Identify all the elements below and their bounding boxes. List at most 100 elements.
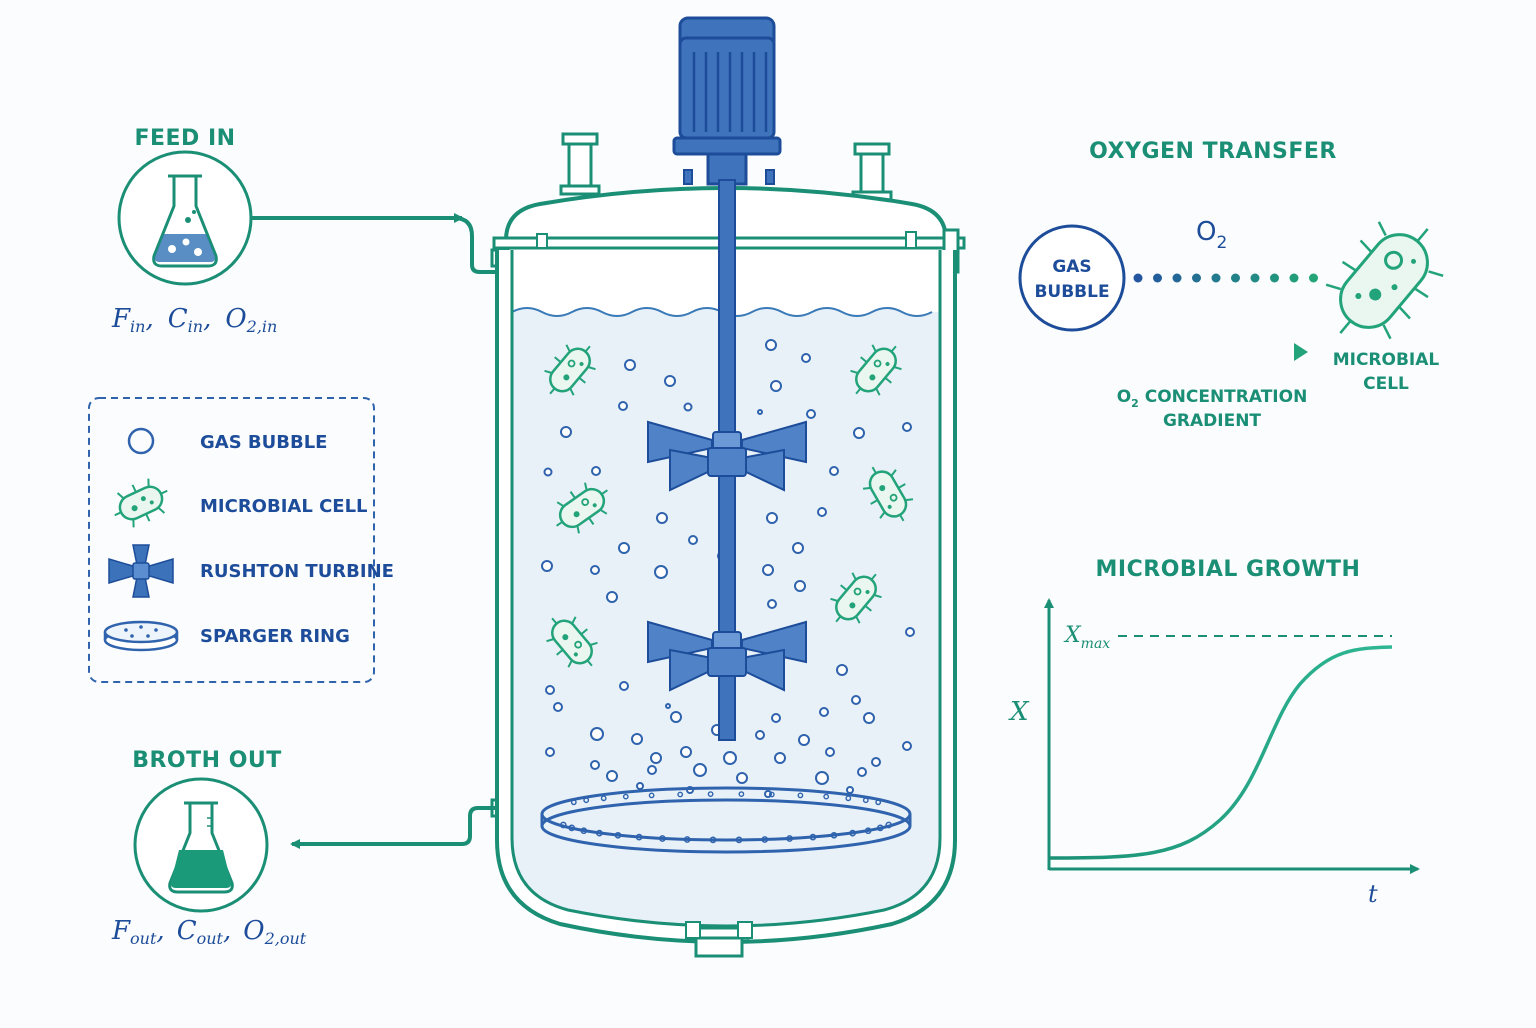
o2-dot — [1133, 273, 1143, 283]
oxygen-transfer-panel: OXYGEN TRANSFER GAS BUBBLE O2 O2 CONCENT… — [1018, 139, 1444, 431]
microbial-cell-icon — [556, 482, 608, 534]
sparger-hole — [580, 827, 588, 835]
rushton-turbine-icon — [108, 544, 174, 598]
sparger-hole — [823, 793, 830, 800]
sparger-hole — [614, 831, 622, 839]
gas-bubble — [902, 422, 912, 432]
gas-bubble — [829, 466, 839, 476]
gas-bubble — [606, 591, 618, 603]
gas-bubble — [693, 763, 707, 777]
gas-bubble — [871, 757, 881, 767]
o2-dot — [1309, 273, 1318, 283]
sparger-hole — [862, 797, 869, 804]
gas-bubble — [636, 782, 644, 790]
agitator-assembly — [647, 16, 807, 741]
gas-bubble — [545, 685, 555, 695]
sparger-hole — [735, 836, 743, 844]
gas-bubble — [774, 752, 786, 764]
microbial-cells — [544, 344, 914, 668]
gas-bubble — [590, 727, 604, 741]
legend-label-sparger-ring: SPARGER RING — [200, 626, 350, 647]
microbial-cell-icon — [114, 478, 168, 528]
microbial-growth-panel: MICROBIAL GROWTH X t Xmax — [1008, 557, 1420, 908]
gas-bubble — [683, 402, 693, 412]
vessel-body-inner — [510, 250, 942, 928]
gas-bubble — [688, 535, 698, 545]
sparger-hole — [659, 835, 666, 842]
gas-bubble — [664, 375, 676, 387]
gas-bubble — [665, 703, 671, 709]
o2-dot — [1270, 273, 1279, 283]
sparger-hole — [876, 824, 884, 832]
sparger-hole — [583, 797, 590, 804]
gas-bubble — [553, 702, 563, 712]
gas-bubble — [591, 466, 601, 476]
growth-curve — [1048, 645, 1393, 860]
sparger-hole — [768, 791, 775, 798]
feed-flask-circle — [117, 150, 253, 286]
feed-in-section: FEED IN Fin,Cin,O2,in — [111, 126, 510, 336]
legend: GAS BUBBLE MICROBIAL CELL RUSHTON TURBIN… — [88, 397, 394, 683]
legend-label-microbial-cell: MICROBIAL CELL — [200, 496, 368, 517]
broth-flask-circle — [133, 777, 269, 913]
gas-bubble — [606, 770, 618, 782]
gas-bubble — [905, 627, 915, 637]
microbial-cell-label-line1: MICROBIAL — [1333, 350, 1440, 370]
gas-bubble — [618, 542, 630, 554]
gas-bubble — [755, 730, 765, 740]
gas-bubble — [767, 599, 777, 609]
gas-bubble — [618, 401, 628, 411]
gas-bubble — [619, 681, 629, 691]
broth-out-section: BROTH OUT Fout,Cout,O2,out — [111, 748, 510, 948]
sparger-hole — [845, 795, 852, 802]
sparger-hole — [635, 833, 643, 841]
sparger-ring-icon — [103, 620, 179, 652]
gas-bubble — [680, 746, 692, 758]
sparger-hole — [677, 791, 684, 798]
gas-bubble — [902, 741, 912, 751]
growth-y-label: X — [1008, 697, 1030, 727]
sparger-hole — [849, 829, 856, 837]
gas-bubble-circle — [1018, 224, 1126, 332]
sparger-hole — [885, 821, 893, 829]
gas-bubble — [857, 767, 867, 777]
gas-bubble — [863, 712, 875, 724]
broth-variables: Fout,Cout,O2,out — [111, 916, 307, 948]
gas-bubble — [853, 427, 865, 439]
microbial-cell-icon — [850, 344, 902, 396]
sparger-hole — [709, 836, 717, 844]
o2-diffusion-dots — [1133, 273, 1318, 283]
sparger-hole — [559, 821, 567, 829]
sparger-hole — [600, 795, 607, 802]
gas-bubble — [647, 765, 657, 775]
o2-dot — [1172, 273, 1182, 283]
broth-flask-icon — [168, 801, 234, 894]
microbial-growth-title: MICROBIAL GROWTH — [1096, 557, 1361, 582]
gas-bubble — [846, 786, 854, 794]
sparger-hole — [596, 829, 603, 837]
gas-bubble — [771, 713, 781, 723]
gas-bubble — [836, 664, 848, 676]
microbial-cell-icon — [830, 572, 882, 624]
gas-bubble — [723, 751, 737, 765]
broth-arrow — [290, 806, 496, 849]
gas-bubble — [851, 695, 861, 705]
sparger-hole — [707, 791, 714, 797]
sparger-hole — [622, 793, 629, 800]
feed-flask-icon — [152, 174, 218, 268]
gas-bubble — [825, 747, 835, 757]
gas-bubble — [815, 771, 829, 785]
legend-label-gas-bubble: GAS BUBBLE — [200, 432, 327, 453]
gas-bubble — [590, 565, 600, 575]
feed-in-title: FEED IN — [134, 126, 235, 151]
o2-dot — [1289, 273, 1299, 283]
sparger-hole — [568, 824, 576, 832]
gas-bubble — [631, 733, 643, 745]
gas-bubble — [770, 380, 782, 392]
bottom-drain — [685, 921, 753, 958]
sparger-hole — [761, 836, 769, 843]
oxygen-transfer-title: OXYGEN TRANSFER — [1089, 139, 1337, 164]
gas-bubble — [806, 409, 816, 419]
gas-bubble — [794, 580, 806, 592]
sparger-ring — [540, 786, 912, 854]
